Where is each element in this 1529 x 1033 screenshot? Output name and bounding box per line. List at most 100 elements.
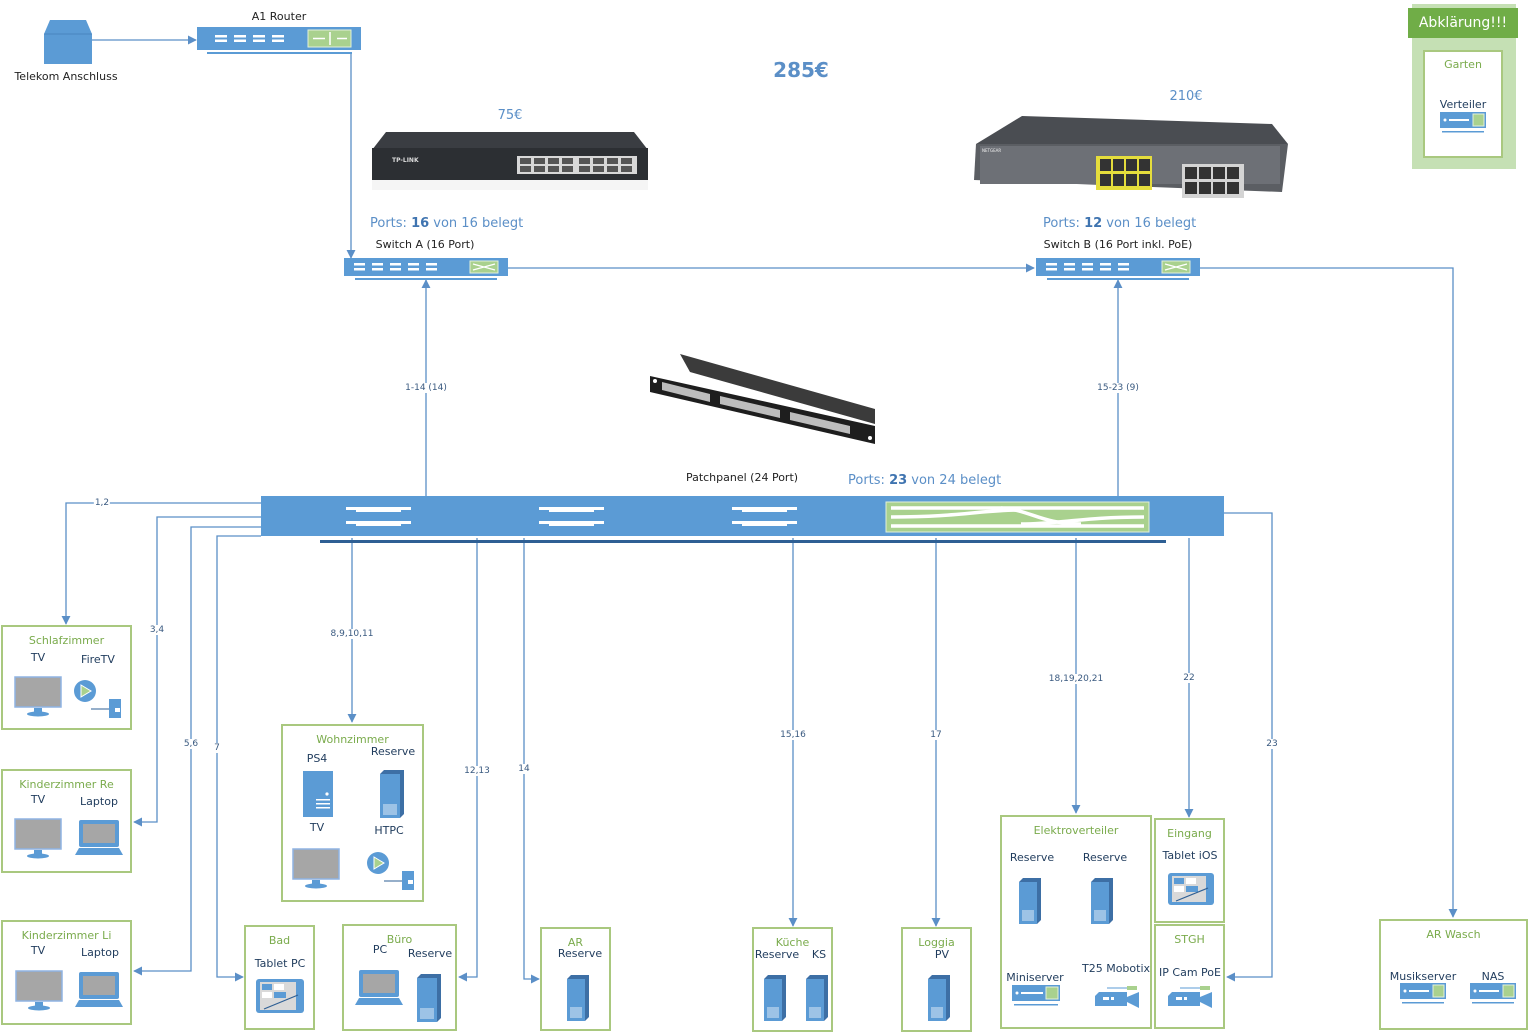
room-kinderzimmer-re: Kinderzimmer Re TV Laptop — [1, 769, 132, 873]
abklaerung-banner: Abklärung!!! — [1408, 8, 1518, 38]
room-eingang: Eingang Tablet iOS — [1154, 818, 1225, 923]
wire-1-2 — [61, 502, 261, 625]
server-tower-icon — [1091, 878, 1113, 924]
wire-7 — [216, 535, 261, 982]
room-loggia-title: Loggia — [918, 936, 955, 949]
device-label: Laptop — [81, 946, 119, 959]
laptop-icon — [355, 970, 403, 1005]
monitor-icon — [15, 970, 63, 1011]
device-label: TV — [309, 821, 325, 834]
device-label: TV — [30, 944, 46, 957]
device-label: Tablet iOS — [1162, 849, 1218, 862]
switch-b-price: 210€ — [1169, 89, 1203, 104]
router-base — [207, 52, 352, 54]
device-label: KS — [811, 948, 827, 961]
switch-b-label: Switch B (16 Port inkl. PoE) — [1043, 238, 1193, 251]
server-tower-icon — [567, 975, 589, 1021]
server-tower-icon — [380, 770, 404, 818]
room-ar-wasch: AR Wasch Musikserver NAS — [1379, 919, 1528, 1030]
router-icon[interactable] — [197, 27, 361, 50]
tablet-icon — [256, 979, 304, 1013]
switch-a-ports-prefix: Ports: — [370, 216, 412, 231]
wire-label-8-11: 8,9,10,11 — [329, 629, 375, 639]
patchpanel-ports-prefix: Ports: — [848, 473, 890, 488]
switch-b-icon[interactable] — [1036, 258, 1200, 276]
ip-camera-icon — [1168, 986, 1212, 1008]
device-verteiler-label: Verteiler — [1439, 98, 1487, 111]
room-elektroverteiler: Elektroverteiler Reserve Reserve Miniser… — [1000, 815, 1152, 1029]
patchpanel-ports-suffix: von 24 belegt — [907, 473, 1002, 488]
server-tower-icon — [764, 975, 786, 1021]
device-label: Tablet PC — [254, 957, 306, 970]
device-label: Reserve — [754, 948, 800, 961]
wire-label-15-16: 15,16 — [779, 730, 807, 740]
device-label: PS4 — [306, 752, 328, 765]
isp-label: Telekom Anschluss — [14, 70, 118, 83]
ip-camera-icon — [1095, 986, 1139, 1008]
game-console-icon — [303, 771, 333, 817]
device-label: FireTV — [81, 653, 115, 666]
monitor-icon — [292, 848, 340, 889]
switch-b-base — [1047, 278, 1189, 280]
server-rack-icon — [1470, 983, 1516, 1004]
device-label: TV — [30, 793, 46, 806]
uplink-switch-a-label: 1-14 (14) — [404, 383, 448, 393]
room-buero-title: Büro — [386, 933, 413, 946]
device-label: T25 Mobotix — [1081, 962, 1151, 975]
svg-text:TP-LINK: TP-LINK — [392, 157, 419, 164]
patchpanel-base — [320, 540, 1166, 543]
server-tower-icon — [806, 975, 828, 1021]
svg-text:NETGEAR: NETGEAR — [982, 148, 1001, 153]
room-wohnzimmer: Wohnzimmer PS4 Reserve TV HTPC — [281, 724, 424, 902]
room-bad-title: Bad — [268, 934, 291, 947]
device-label: PC — [372, 943, 388, 956]
monitor-icon — [14, 676, 62, 717]
switch-b-ports-prefix: Ports: — [1043, 216, 1085, 231]
device-label: Reserve — [1082, 851, 1128, 864]
room-kinderzimmer-li: Kinderzimmer Li TV Laptop — [1, 920, 132, 1025]
switch-a-icon[interactable] — [344, 258, 508, 276]
laptop-icon — [75, 820, 123, 855]
device-label: Reserve — [1009, 851, 1055, 864]
wire-label-18-21: 18,19,20,21 — [1047, 674, 1105, 684]
switch-a-ports: Ports: 16 von 16 belegt — [370, 216, 523, 231]
media-player-icon — [367, 852, 414, 890]
device-label: HTPC — [374, 824, 404, 837]
tablet-icon — [1168, 873, 1214, 905]
room-buero: Büro PC Reserve — [342, 924, 457, 1031]
wire-label-12-13: 12,13 — [463, 766, 491, 776]
switch-a-ports-suffix: von 16 belegt — [429, 216, 524, 231]
room-elektro-title: Elektroverteiler — [1033, 824, 1119, 837]
monitor-icon — [14, 818, 62, 859]
patchpanel-ports-used: 23 — [889, 473, 908, 488]
wire-switch-b-ar-wasch — [1200, 267, 1458, 918]
wire-label-5-6: 5,6 — [182, 739, 200, 749]
device-label: PV — [934, 948, 950, 961]
patchpanel-label: Patchpanel (24 Port) — [685, 471, 799, 484]
wire-label-17: 17 — [929, 730, 943, 740]
room-stgh: STGH IP Cam PoE — [1154, 924, 1225, 1029]
uplink-switch-b-label: 15-23 (9) — [1096, 383, 1140, 393]
device-label: TV — [30, 651, 46, 664]
wire-label-23: 23 — [1265, 739, 1279, 749]
switch-b-ports: Ports: 12 von 16 belegt — [1043, 216, 1196, 231]
patchpanel-icon[interactable] — [261, 496, 1224, 536]
device-label: NAS — [1481, 970, 1505, 983]
wire-label-1-2: 1,2 — [93, 498, 111, 508]
room-garten: Garten Verteiler — [1423, 50, 1503, 158]
switch-b-ports-used: 12 — [1084, 216, 1103, 231]
patchpanel-photo — [650, 354, 875, 444]
wire-14 — [523, 538, 540, 984]
patchpanel-ports: Ports: 23 von 24 belegt — [848, 473, 1001, 488]
room-kinderzimmer-li-title: Kinderzimmer Li — [21, 929, 112, 942]
room-ar: AR Reserve — [540, 927, 611, 1031]
server-tower-icon — [1019, 878, 1041, 924]
wire-label-7: 7 — [213, 743, 221, 753]
room-kueche-title: Küche — [775, 936, 810, 949]
room-stgh-title: STGH — [1174, 933, 1205, 946]
device-label: Miniserver — [1006, 971, 1064, 984]
room-wohnzimmer-title: Wohnzimmer — [316, 733, 389, 746]
room-kinderzimmer-re-title: Kinderzimmer Re — [19, 778, 114, 791]
switch-b-ports-suffix: von 16 belegt — [1102, 216, 1197, 231]
server-rack-icon — [1400, 983, 1446, 1004]
